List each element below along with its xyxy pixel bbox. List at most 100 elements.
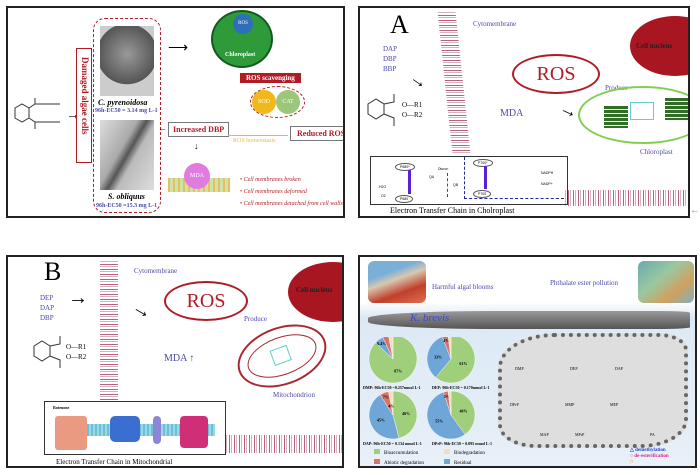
homeostasis-line (228, 135, 288, 136)
effect-item: • Cell membranes broken (240, 177, 301, 183)
pie-slice (368, 394, 400, 440)
pie-label: 33% (434, 354, 442, 359)
complex-i (55, 416, 87, 450)
pie-label: 87% (394, 369, 402, 374)
pie-slice (435, 337, 476, 384)
pie-slice (388, 337, 394, 360)
pie-slice (382, 337, 394, 360)
compound: DAP (383, 45, 398, 53)
compound-label: MPrP (575, 432, 585, 437)
nucleus-shape: Cell nucleus (630, 16, 688, 76)
pie-label: 46% (402, 411, 410, 416)
chloroplast-icon: ROS Chloroplast (211, 10, 273, 68)
pie-slice (447, 390, 452, 416)
chloroplast-label: Chloroplast (225, 52, 256, 58)
compound: DAP (40, 304, 55, 312)
mda-bubble: MDA (184, 163, 210, 189)
cytochrome-c (153, 416, 161, 444)
effects-list: • Cell membranes broken • Cell membranes… (240, 174, 343, 210)
legend-item: Bioaccumulation (374, 449, 444, 456)
p700-node: P700 (473, 190, 492, 198)
damaged-cells-label: Damaged algae cells (76, 48, 92, 163)
mda-label: MDA ↑ (164, 353, 195, 364)
compound: DBP (40, 314, 54, 322)
pie-label: 7% (383, 395, 389, 400)
organelle-label: Chloroplast (640, 148, 673, 156)
legend-swatch (374, 459, 380, 464)
pie-slice (450, 390, 476, 435)
compound-label: MMP (565, 402, 575, 407)
scroll-arrow-icon[interactable]: ← (690, 205, 700, 216)
effect-item: • Cell membranes deformed (240, 189, 307, 195)
side-label: Damaged algae cells (80, 57, 90, 135)
inset-caption: Electron Transfer Chain in Mitochondrial (56, 458, 173, 466)
species-box (93, 18, 161, 213)
legend-item: Residual (444, 459, 514, 466)
pollution-label: Phthalate ester pollution (550, 279, 619, 287)
organelle-label: Mitochondrion (273, 391, 315, 399)
nucleus-shape: Cell nucleus (288, 262, 342, 322)
phthalate-inset (630, 102, 654, 120)
ros-dashed-line (464, 157, 564, 199)
species-label: K. brevis (410, 312, 450, 324)
water-surface (368, 311, 690, 329)
pollution-photo (638, 261, 694, 303)
legend-swatch (444, 449, 450, 454)
ros-scavenging-label: ROS scavenging (240, 73, 301, 83)
cat-bubble: CAT (276, 90, 300, 114)
pie-label: 5% (444, 394, 450, 399)
compound-label: DMP (515, 366, 524, 371)
chloroplast-shape (578, 86, 688, 144)
panel-k-brevis: Harmful algal blooms Phthalate ester pol… (358, 255, 697, 468)
diuron-dashed-line (447, 173, 448, 197)
cytomembrane-graphic (437, 12, 471, 154)
produce-label: Produce (244, 315, 267, 323)
blooms-label: Harmful algal blooms (432, 283, 494, 291)
pie-slice (368, 337, 418, 384)
algal-bloom-photo (368, 261, 426, 303)
mitochondrion-shape (228, 313, 336, 399)
panel-letter: B (44, 257, 62, 286)
arrow-right-icon: ⟶ (168, 41, 189, 56)
p680s-node: P680* (395, 163, 415, 171)
panel-b-mitochondrion: B Cytomembrane DEP DAP DBP → → O—R1 O—R2… (6, 255, 344, 468)
nucleus-label: Cell nucleus (296, 286, 333, 294)
pie-label: 61% (459, 361, 467, 366)
enzyme-group (250, 86, 305, 118)
species1-name: C. pyrenoidosa (98, 98, 148, 107)
ros-bubble: ROS (233, 14, 253, 34)
pie-label: 40% (460, 408, 468, 413)
r2-label: O—R2 (402, 111, 423, 119)
legend-item: Biodegradation (444, 449, 514, 456)
pie-slice (426, 337, 452, 378)
pie-label: 4% (443, 338, 449, 343)
compound-label: MAP (540, 432, 549, 437)
effect-item: • Cell membranes detached from cell wall… (240, 201, 343, 207)
pie-legend: Bioaccumulation Biodegradation Abiotic d… (374, 449, 514, 466)
sod-bubble: SOD (252, 90, 276, 114)
s-obliquus-image (100, 120, 154, 190)
arrow-icon: → (68, 287, 88, 309)
pathway-legend: △ demethylation ○ de-esterification □ (630, 448, 669, 466)
ros-circle: ROS (512, 54, 600, 94)
rotenone-label: Rotenone (53, 405, 70, 410)
etc-inset: Rotenone (44, 401, 226, 455)
cytomembrane-label: Cytomembrane (134, 267, 178, 275)
pie-caption: DEP: 96h-EC50 = 0.170mmol L-1 (432, 385, 490, 390)
thylakoid-stack (665, 98, 688, 120)
cytomembrane-graphic (100, 261, 118, 401)
compound-list: DEP DAP DBP (40, 293, 54, 323)
compound-label: DAP (615, 366, 624, 371)
up-arrow-icon (484, 166, 487, 189)
pie-slice (426, 391, 466, 440)
complex-iv (180, 416, 208, 448)
arrow-icon: → (406, 66, 433, 94)
cell-body (498, 333, 688, 448)
legend-item: □ (630, 460, 634, 465)
arrow-left-icon: ← (158, 123, 167, 133)
pie-label: 55% (435, 418, 443, 423)
legend-swatch (444, 459, 450, 464)
pie-caption: DMP: 96h-EC50 =0.257mmol L-1 (363, 385, 421, 390)
pie-slice (388, 390, 394, 416)
p680-node: P680 (395, 195, 414, 203)
